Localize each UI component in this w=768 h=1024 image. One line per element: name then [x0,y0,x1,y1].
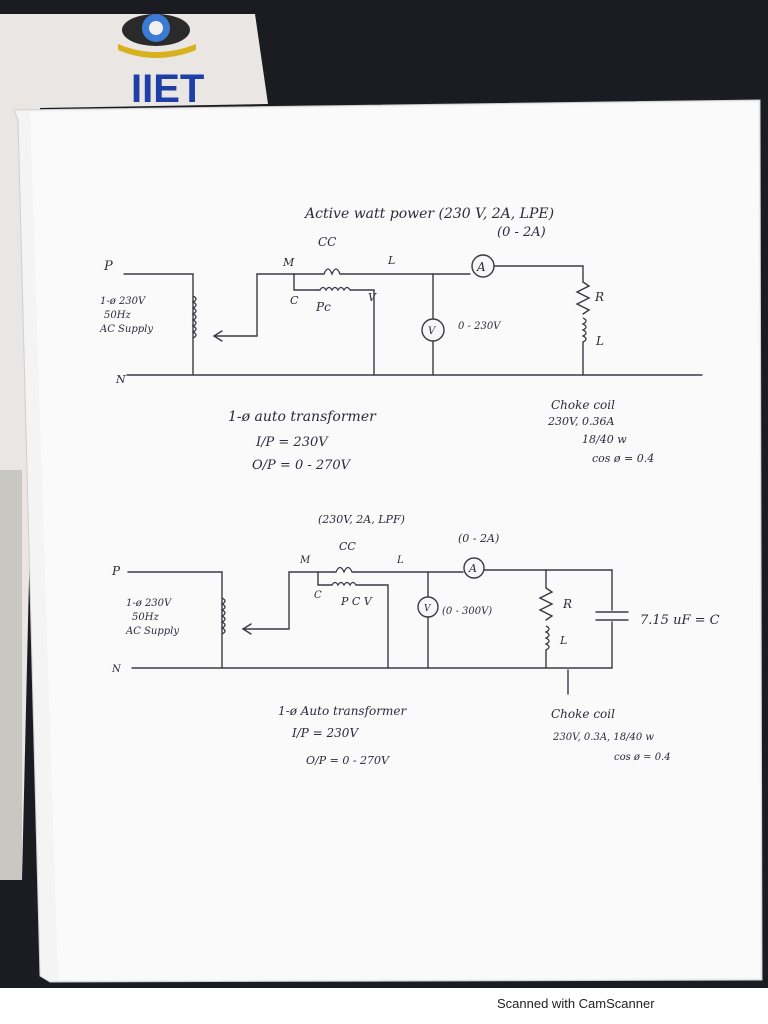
c2-resistor [538,587,554,621]
c1-voltmeter-symbol: V [428,326,437,337]
circuit2-title: (230V, 2A, LPF) [318,513,405,526]
circuit1-node-p: P [103,259,113,274]
table-surface [0,470,22,880]
circuit1-inductor-label: L [595,334,604,348]
circuit2-autotransformer-ip: I/P = 230V [291,726,359,740]
circuit1-choke-resistance: 18/40 w [582,433,627,446]
circuit1-choke-rating: 230V, 0.36A [547,415,615,428]
c2-autotransformer-coil [220,597,226,635]
c1-resistor [575,281,591,315]
c1-ammeter-symbol: A [476,260,486,274]
circuit1-ammeter-range: (0 - 2A) [497,225,546,240]
circuit2-choke-rating: 230V, 0.3A, 18/40 w [552,732,654,743]
c2-pc-right-wire [355,584,389,669]
circuit2-capacitor-label: 7.15 uF = C [640,613,720,628]
circuit-1: Active watt power (230 V, 2A, LPE) (0 - … [99,206,703,473]
circuit2-inductor-label: L [559,634,567,647]
circuit2-cc-label: CC [339,540,356,553]
circuit1-node-c: C [290,294,299,307]
circuit-2: (230V, 2A, LPF) CC (0 - 2A) P N 1-ø 230V… [111,513,720,767]
circuit2-choke-title: Choke coil [551,707,615,721]
circuit1-node-n: N [115,373,126,386]
c1-pressure-coil [319,286,351,292]
circuit2-ammeter-range: (0 - 2A) [458,532,499,545]
page-surface [30,102,760,980]
circuit2-autotransformer-op: O/P = 0 - 270V [306,754,390,767]
c2-tap-arrow [241,623,252,635]
c2-tap-wire [242,571,290,630]
circuit2-node-p: P [111,564,121,578]
scanner-watermark: Scanned with CamScanner [497,996,655,1011]
circuit2-node-n: N [111,664,122,675]
circuit2-node-m: M [299,555,311,566]
circuit1-node-v: V [368,291,377,304]
circuit1-node-m: M [282,256,295,269]
c1-pc-left-wire [293,273,321,291]
institute-logo: IIET [118,14,204,111]
c2-voltmeter-symbol: V [424,604,432,614]
circuit1-title: Active watt power (230 V, 2A, LPE) [303,206,554,222]
c1-current-coil [323,268,341,276]
circuit2-pc-label: P C V [340,595,373,608]
circuit2-node-l: L [396,555,404,566]
circuit1-voltmeter-range: 0 - 230V [458,321,502,332]
c1-autotransformer-coil [191,295,197,339]
circuit1-choke-pf: cos ø = 0.4 [592,452,654,465]
circuit1-pc-label: Pc [315,300,331,314]
circuit1-autotransformer-title: 1-ø auto transformer [228,409,377,425]
circuit2-choke-pf: cos ø = 0.4 [614,752,671,763]
scanner-footer: Scanned with CamScanner [0,988,768,1024]
c2-pressure-coil [331,581,357,587]
c1-pc-right-wire [349,289,375,376]
c2-inductor [544,625,550,651]
c1-tap-wire [213,273,258,337]
c1-tap-arrow [212,330,223,342]
c2-ammeter [463,557,485,579]
circuit1-autotransformer-ip: I/P = 230V [255,435,329,450]
circuit2-node-c: C [314,590,322,601]
c2-pc-left-wire [317,571,333,586]
c1-inductor [581,317,587,343]
circuit2-resistor-label: R [562,597,572,611]
circuit1-autotransformer-op: O/P = 0 - 270V [252,458,352,473]
c2-current-coil [335,566,353,574]
underlying-sheet [0,14,268,880]
logo-text: IIET [131,67,204,111]
circuit2-voltmeter-range: (0 - 300V) [442,606,492,617]
circuit1-resistor-label: R [594,290,604,304]
c2-ammeter-symbol: A [468,562,477,575]
circuit1-cc-label: CC [318,235,336,249]
circuit1-choke-title: Choke coil [551,398,615,412]
circuit2-autotransformer-title: 1-ø Auto transformer [278,704,407,718]
circuit1-node-l: L [387,254,395,267]
